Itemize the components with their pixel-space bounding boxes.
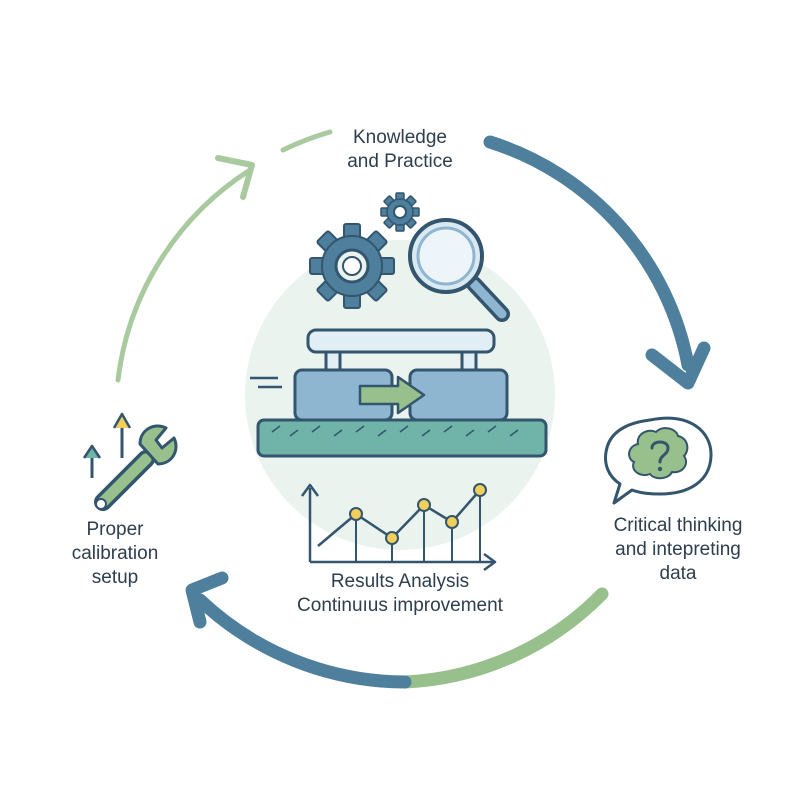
stage-label-critical-thinking: Critical thinking and intepreting data [578, 514, 778, 586]
up-arrow-icons [82, 412, 132, 478]
stage-label-line: data [659, 563, 697, 584]
stage-label-line: Knowledge [352, 127, 448, 148]
stage-label-line: Results Analysis [330, 571, 470, 592]
cycle-arrowhead-left [185, 571, 229, 629]
stage-label-line: calibration [71, 543, 159, 564]
stage-label-results-analysis: Results Analysis Continuıus improvement [250, 570, 550, 618]
line-chart-icon [300, 483, 497, 572]
stage-label-line: and Practice [347, 151, 453, 172]
cycle-arrow-top-right [483, 135, 695, 372]
small-gear-icon [380, 192, 420, 232]
thinking-speech-bubble-icon [604, 416, 713, 505]
press-machine-icon [250, 328, 548, 458]
gear-icon [309, 223, 395, 309]
cycle-arrow-left [115, 167, 253, 383]
cycle-arrowhead-top [215, 155, 255, 200]
stage-label-line: Proper [86, 519, 144, 540]
magnifier-icon [408, 218, 510, 322]
wrench-icon [94, 424, 178, 511]
cycle-arrowhead-right [645, 341, 711, 390]
stage-label-knowledge: Knowledge and Practice [300, 126, 500, 174]
stage-label-calibration: Proper calibration setup [40, 518, 190, 590]
stage-label-line: Critical thinking [613, 515, 743, 536]
stage-label-line: and intepreting [615, 539, 741, 560]
cycle-arrow-bottom-left [193, 593, 412, 689]
cycle-arrow-bottom-right [398, 587, 609, 689]
stage-label-line: Continuıus improvement [297, 595, 503, 616]
arrow-right-icon [358, 375, 426, 415]
cycle-arrow-top-segment [280, 129, 333, 153]
stage-label-line: setup [91, 567, 139, 588]
